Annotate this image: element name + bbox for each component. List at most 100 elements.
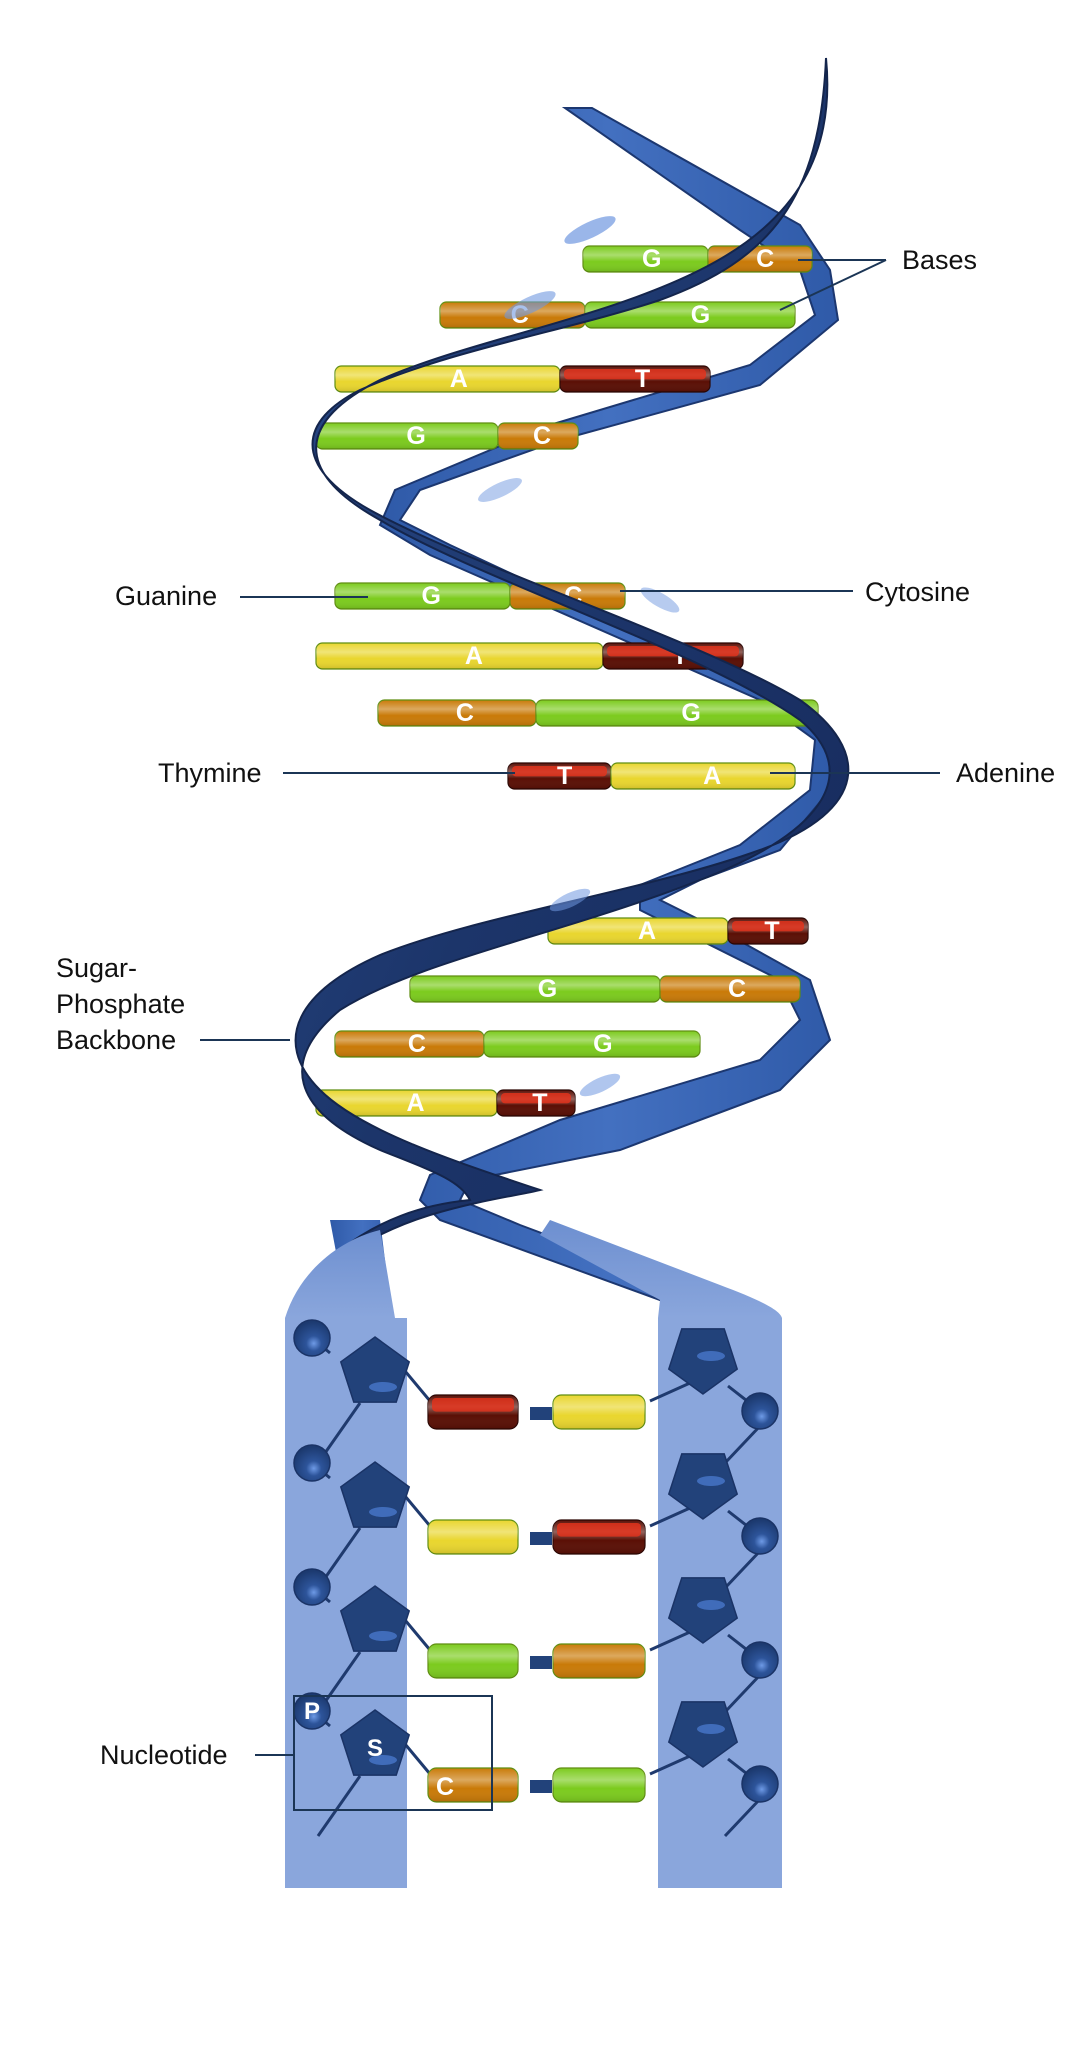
cytosine-base: C	[427, 1767, 519, 1803]
bond-line	[649, 1506, 691, 1528]
bond-line	[316, 1775, 362, 1837]
bar-shine	[316, 643, 603, 669]
bond-line	[649, 1630, 691, 1652]
guanine-base: G	[409, 975, 661, 1003]
guanine-letter: G	[406, 422, 425, 450]
thymine-letter: T	[635, 365, 650, 393]
cytosine-letter: C	[533, 422, 551, 450]
guanine-base	[552, 1767, 646, 1803]
cytosine-base: C	[334, 1030, 485, 1058]
bases-label: Bases	[902, 245, 978, 275]
bar-shine	[660, 976, 800, 1002]
cytosine-base: C	[659, 975, 801, 1003]
thymine-base	[427, 1394, 519, 1430]
thymine-letter: T	[557, 762, 572, 790]
phosphate-icon	[293, 1319, 331, 1357]
thymine-label: Thymine	[158, 758, 262, 788]
thymine-base: T	[507, 762, 612, 790]
adenine-letter: A	[703, 762, 721, 790]
bar-shine	[335, 366, 560, 392]
thymine-base	[552, 1519, 646, 1555]
highlight	[478, 478, 522, 502]
bar-shine	[611, 763, 795, 789]
phosphate-icon	[741, 1641, 779, 1679]
adenine-base: A	[334, 365, 561, 393]
hydrogen-bond	[530, 1532, 552, 1545]
cytosine-base: C	[497, 422, 579, 450]
sugar-group	[339, 1336, 411, 1403]
sugar-highlight	[369, 1755, 397, 1765]
sugar-letter: S	[367, 1735, 383, 1762]
thymine-glow	[564, 369, 706, 380]
bar-shine	[316, 423, 498, 449]
bar-shine	[316, 1090, 497, 1116]
bond-line	[649, 1754, 691, 1776]
guanine-base: G	[584, 301, 796, 329]
bond-line	[723, 1424, 762, 1465]
cytosine-base: C	[377, 699, 537, 727]
bond-line	[723, 1549, 762, 1590]
highlight	[504, 291, 556, 319]
guanine-base: G	[334, 582, 511, 610]
adenine-base: A	[547, 917, 729, 945]
guanine-base: G	[483, 1030, 701, 1058]
bar-shine	[553, 1395, 645, 1429]
cytosine-letter: C	[436, 1773, 454, 1801]
backbone-label: Sugar- Phosphate Backbone	[56, 953, 186, 1055]
highlight	[640, 587, 680, 613]
bar-shine	[585, 302, 795, 328]
bar-shine	[536, 700, 818, 726]
phosphate-group	[293, 1319, 331, 1357]
phosphate-icon	[741, 1765, 779, 1803]
adenine-base	[552, 1394, 646, 1430]
phosphate-group	[293, 1568, 331, 1606]
sugar-highlight	[369, 1382, 397, 1392]
cytosine-letter: C	[728, 975, 746, 1003]
sugar-group	[667, 1453, 739, 1520]
thymine-letter: T	[764, 917, 779, 945]
guanine-label: Guanine	[115, 581, 218, 611]
bar-shine	[548, 918, 728, 944]
bond-line	[723, 1797, 762, 1838]
thymine-glow	[512, 766, 607, 777]
base-pair: CG	[439, 301, 796, 329]
cytosine-letter: C	[756, 245, 774, 273]
bar-shine	[335, 583, 510, 609]
bar-shine	[378, 700, 536, 726]
unwound-ladder: P S C	[285, 1220, 782, 1888]
bar-shine	[553, 1768, 645, 1802]
hydrogen-bond	[530, 1780, 552, 1793]
sugar-group	[667, 1577, 739, 1644]
ladder-rows: P S C	[293, 1319, 779, 1838]
thymine-glow	[432, 1398, 514, 1412]
adenine-base	[427, 1519, 519, 1555]
left-band-top	[285, 1230, 395, 1318]
thymine-glow	[501, 1093, 571, 1104]
highlight	[549, 888, 591, 912]
phosphate-icon	[741, 1392, 779, 1430]
ladder-row: P S C	[293, 1692, 779, 1838]
phosphate-icon	[741, 1517, 779, 1555]
adenine-letter: A	[407, 1089, 425, 1117]
bar-shine	[498, 423, 578, 449]
highlight	[564, 216, 616, 244]
cytosine-label: Cytosine	[865, 577, 971, 607]
phosphate-letter: P	[304, 1698, 320, 1725]
bar-shine	[553, 1644, 645, 1678]
adenine-base: A	[610, 762, 796, 790]
phosphate-group	[741, 1641, 779, 1679]
guanine-base: G	[315, 422, 499, 450]
thymine-glow	[557, 1523, 641, 1537]
bond-line	[649, 1381, 691, 1403]
adenine-letter: A	[638, 917, 656, 945]
sugar-group	[667, 1328, 739, 1395]
sugar-pentagon-icon	[667, 1577, 739, 1644]
bar-shine	[428, 1768, 518, 1802]
